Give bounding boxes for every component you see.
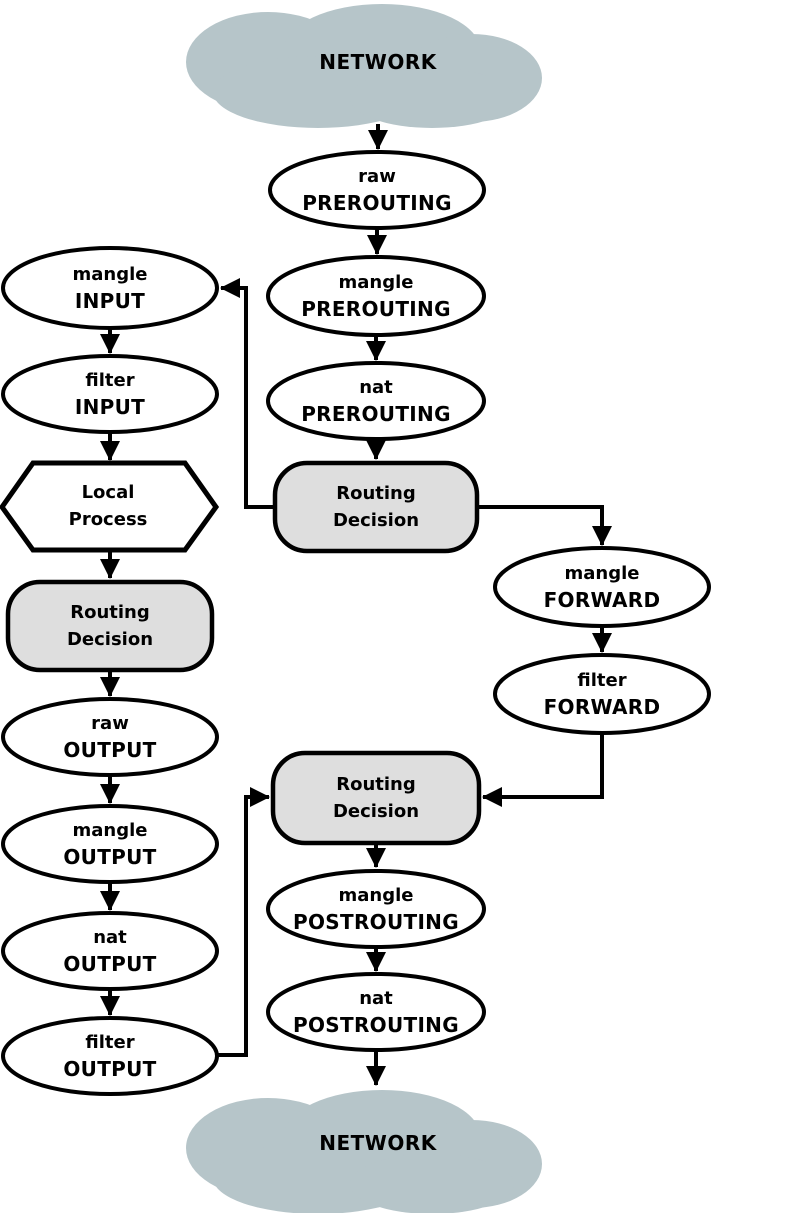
decision-nodes-layer bbox=[5, 460, 482, 846]
node-mangle-input-shape bbox=[1, 246, 219, 330]
decision-line: Routing bbox=[336, 774, 416, 795]
chain-name: POSTROUTING bbox=[293, 1013, 459, 1037]
chain-name: OUTPUT bbox=[63, 738, 157, 762]
table-name: mangle bbox=[338, 272, 414, 293]
node-nat-postrouting-shape bbox=[266, 972, 486, 1052]
decision-line: Decision bbox=[332, 801, 420, 822]
edge-routing-decision-1-to-mangle-input bbox=[220, 278, 275, 509]
chain-nodes-layer bbox=[1, 150, 711, 1096]
node-raw-output-label: raw OUTPUT bbox=[0, 710, 220, 764]
node-filter-output-label: filter OUTPUT bbox=[0, 1029, 220, 1083]
chain-name: PREROUTING bbox=[302, 191, 452, 215]
chain-name: INPUT bbox=[74, 289, 146, 313]
table-name: mangle bbox=[72, 820, 148, 841]
chain-name: INPUT bbox=[74, 395, 146, 419]
chain-name: OUTPUT bbox=[63, 952, 157, 976]
process-line: Process bbox=[68, 509, 148, 530]
node-nat-prerouting-shape bbox=[266, 361, 486, 441]
table-name: filter bbox=[85, 1032, 135, 1053]
process-line: Local bbox=[81, 482, 135, 503]
node-filter-forward-label: filter FORWARD bbox=[492, 667, 712, 721]
table-name: filter bbox=[85, 370, 135, 391]
node-routing-decision-1-shape bbox=[272, 460, 480, 554]
chain-name: PREROUTING bbox=[301, 402, 451, 426]
node-mangle-forward-label: mangle FORWARD bbox=[492, 560, 712, 614]
chain-name: PREROUTING bbox=[301, 297, 451, 321]
node-local-process-label: Local Process bbox=[0, 479, 218, 533]
network-top-label: NETWORK bbox=[319, 50, 437, 74]
node-filter-output-shape bbox=[1, 1016, 219, 1096]
chain-name: OUTPUT bbox=[63, 1057, 157, 1081]
node-local-process-shape bbox=[0, 460, 220, 553]
node-nat-output-label: nat OUTPUT bbox=[0, 924, 220, 978]
node-filter-input-shape bbox=[1, 354, 219, 434]
chain-name: FORWARD bbox=[543, 588, 661, 612]
node-routing-decision-3-shape bbox=[270, 750, 482, 846]
edge-routing-decision-1-to-mangle-forward bbox=[477, 505, 612, 546]
decision-line: Routing bbox=[70, 602, 150, 623]
table-name: filter bbox=[577, 670, 627, 691]
node-nat-postrouting-label: nat POSTROUTING bbox=[266, 985, 486, 1039]
network-cloud-top bbox=[186, 4, 542, 128]
table-name: nat bbox=[93, 927, 127, 948]
node-filter-forward-shape bbox=[493, 653, 711, 735]
node-mangle-prerouting-label: mangle PREROUTING bbox=[266, 269, 486, 323]
node-nat-prerouting-label: nat PREROUTING bbox=[266, 374, 486, 428]
node-mangle-prerouting-shape bbox=[266, 255, 486, 337]
table-name: raw bbox=[91, 713, 129, 734]
table-name: mangle bbox=[338, 885, 414, 906]
chain-name: POSTROUTING bbox=[293, 910, 459, 934]
node-mangle-forward-shape bbox=[493, 546, 711, 628]
decision-line: Decision bbox=[332, 510, 420, 531]
table-name: mangle bbox=[72, 264, 148, 285]
table-name: nat bbox=[359, 988, 393, 1009]
network-cloud-bottom bbox=[186, 1090, 542, 1213]
table-name: mangle bbox=[564, 563, 640, 584]
edges-layer bbox=[100, 124, 612, 1086]
table-name: raw bbox=[358, 166, 396, 187]
decision-line: Routing bbox=[336, 483, 416, 504]
node-filter-input-label: filter INPUT bbox=[0, 367, 220, 421]
node-mangle-input-label: mangle INPUT bbox=[0, 261, 220, 315]
edge-filter-forward-to-routing-decision-3 bbox=[482, 733, 604, 807]
node-mangle-output-label: mangle OUTPUT bbox=[0, 817, 220, 871]
chain-name: OUTPUT bbox=[63, 845, 157, 869]
node-routing-decision-1-label: Routing Decision bbox=[266, 480, 486, 534]
node-mangle-output-shape bbox=[1, 804, 219, 884]
node-raw-prerouting-label: raw PREROUTING bbox=[267, 163, 487, 217]
node-nat-output-shape bbox=[1, 911, 219, 991]
node-routing-decision-2-label: Routing Decision bbox=[0, 599, 220, 653]
edge-filter-output-to-routing-decision-3 bbox=[213, 787, 270, 1057]
node-routing-decision-2-shape bbox=[5, 579, 215, 673]
network-bottom-label: NETWORK bbox=[319, 1131, 437, 1155]
node-mangle-postrouting-shape bbox=[266, 869, 486, 949]
node-raw-prerouting-shape bbox=[268, 150, 486, 230]
node-raw-output-shape bbox=[1, 697, 219, 777]
chain-name: FORWARD bbox=[543, 695, 661, 719]
node-mangle-postrouting-label: mangle POSTROUTING bbox=[266, 882, 486, 936]
decision-line: Decision bbox=[66, 629, 154, 650]
node-routing-decision-3-label: Routing Decision bbox=[266, 771, 486, 825]
table-name: nat bbox=[359, 377, 393, 398]
